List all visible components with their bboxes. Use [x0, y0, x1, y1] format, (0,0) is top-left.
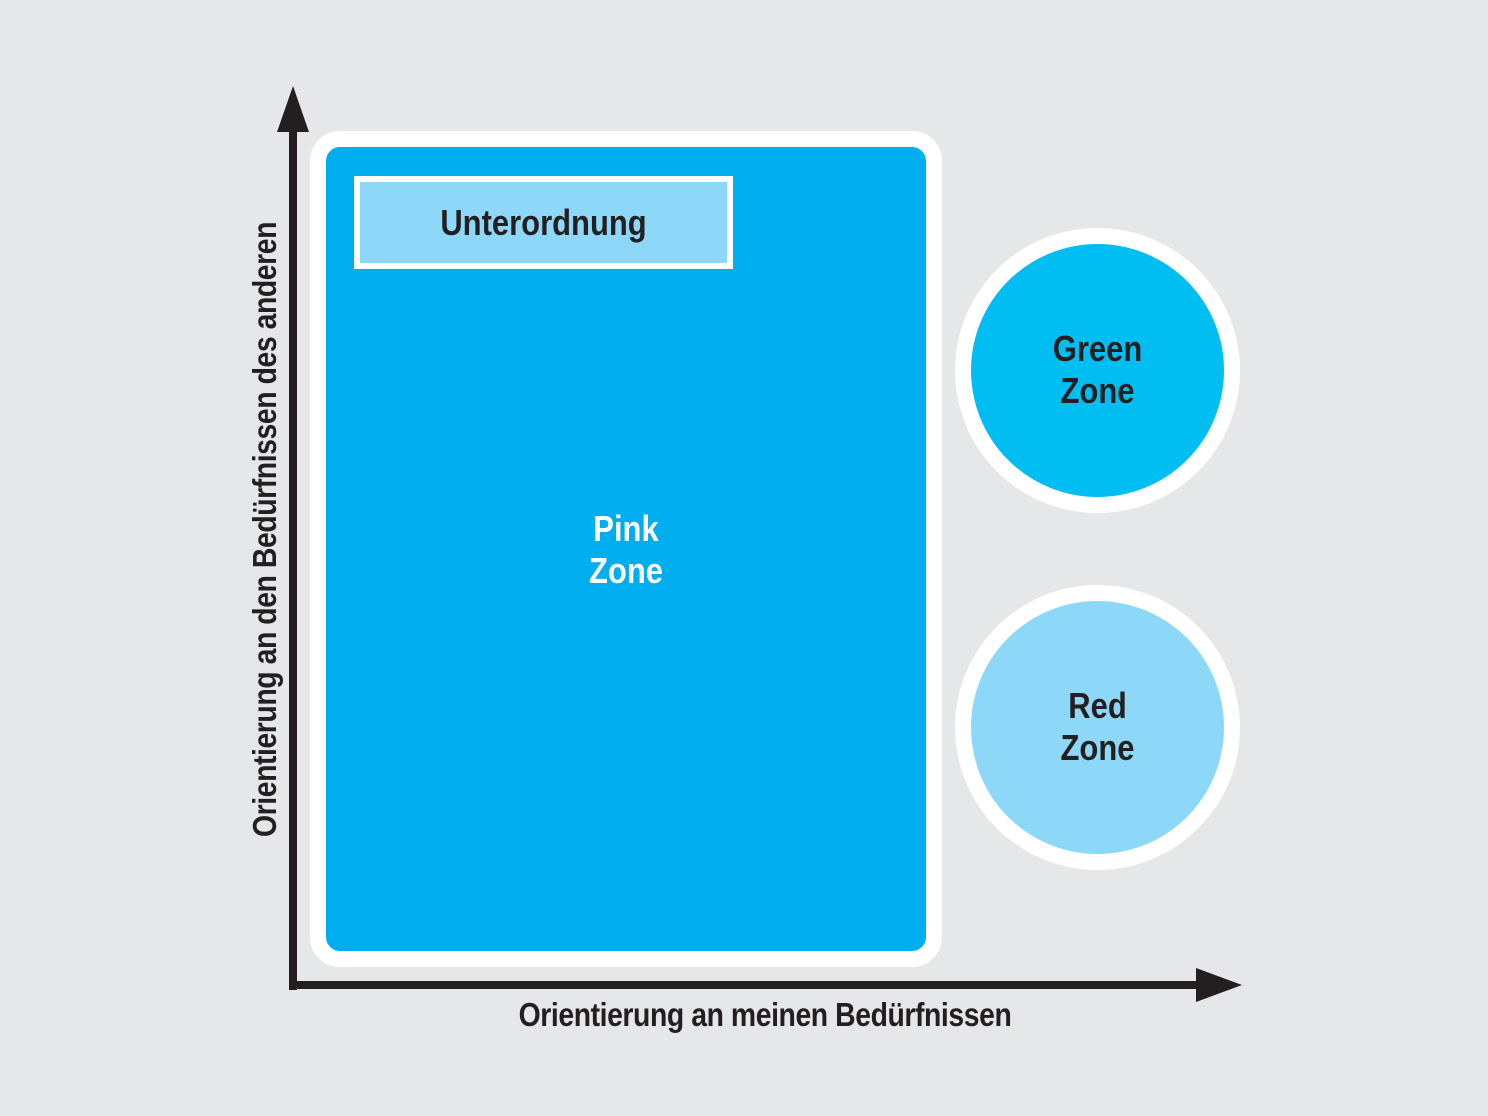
green-zone-label-line2: Zone	[1060, 370, 1135, 411]
y-axis-label: Orientierung an den Bedürfnissen des and…	[246, 221, 283, 837]
red-zone-label-line2: Zone	[1060, 727, 1135, 768]
pink-zone-label-line1: Pink	[593, 508, 659, 549]
x-axis-label: Orientierung an meinen Bedürfnissen	[518, 996, 1012, 1033]
pink-zone-box	[310, 131, 942, 967]
pink-zone-label-line2: Zone	[589, 550, 663, 591]
red-zone-circle: Red Zone	[955, 585, 1240, 870]
red-zone-label-line1: Red	[1068, 685, 1127, 726]
green-zone-label: Green Zone	[989, 328, 1207, 412]
y-axis-arrowhead	[277, 86, 309, 132]
pink-zone-label: Pink Zone	[540, 508, 712, 592]
x-axis-line	[289, 981, 1209, 989]
green-zone-circle: Green Zone	[955, 228, 1240, 513]
unterordnung-label: Unterordnung	[440, 202, 647, 243]
unterordnung-box: Unterordnung	[354, 176, 733, 269]
y-axis-line	[289, 120, 297, 990]
red-zone-label: Red Zone	[989, 685, 1207, 769]
x-axis-arrowhead	[1196, 968, 1242, 1002]
green-zone-label-line1: Green	[1052, 328, 1143, 369]
